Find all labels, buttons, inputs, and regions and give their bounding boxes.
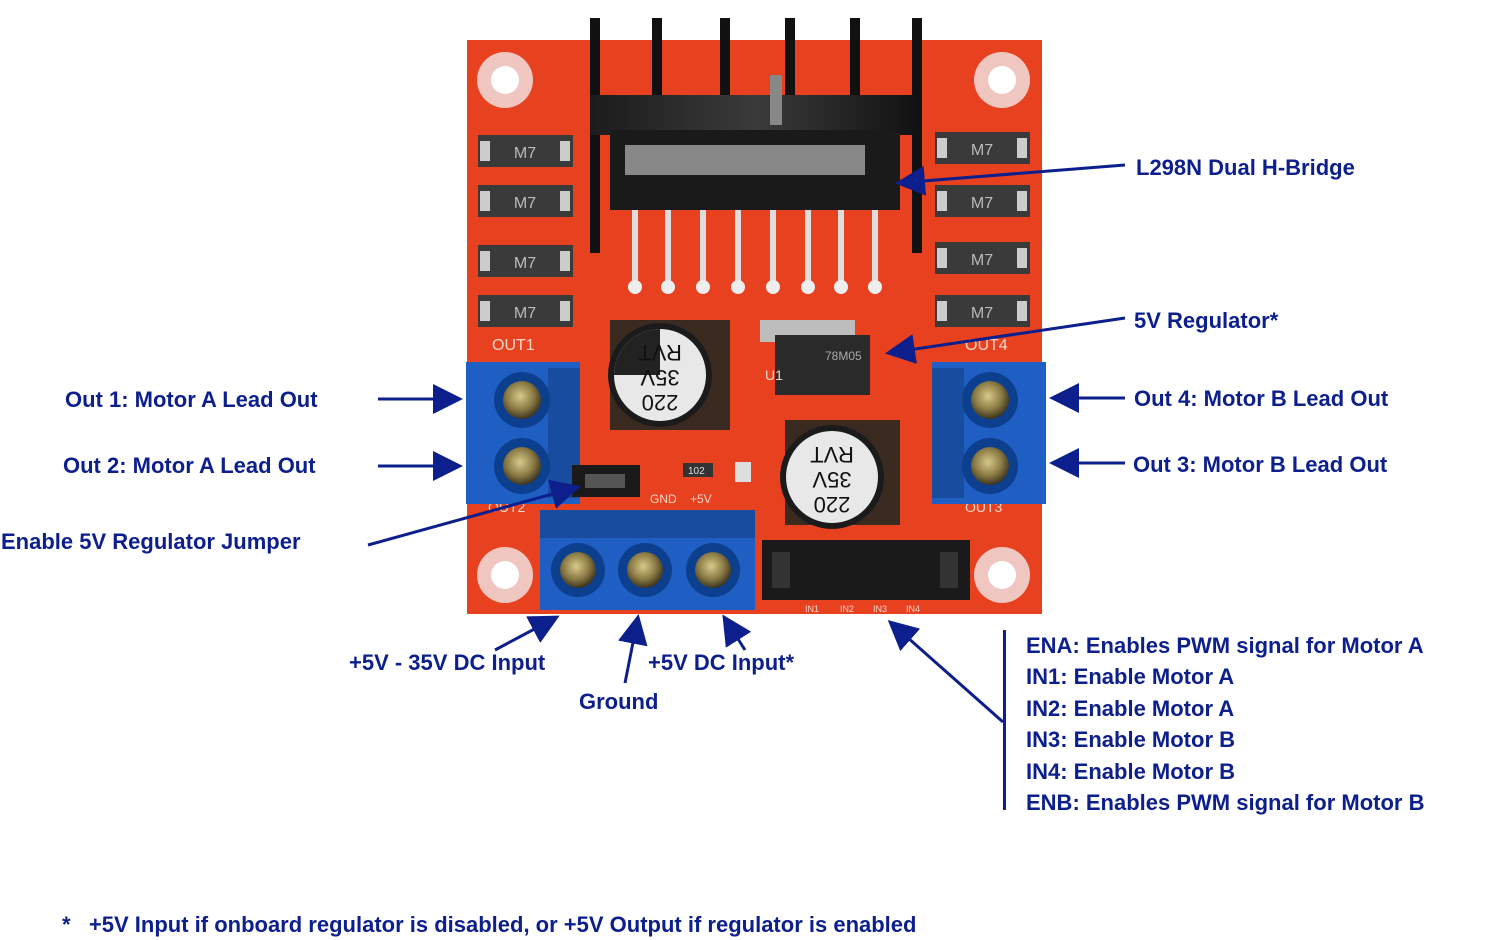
- label-hbridge: L298N Dual H-Bridge: [1136, 155, 1355, 180]
- footnote-marker: *: [62, 912, 71, 937]
- mounting-holes: [477, 52, 1030, 603]
- svg-text:RVT: RVT: [638, 340, 682, 365]
- silk-out1: OUT1: [492, 337, 535, 354]
- svg-text:220: 220: [814, 492, 851, 517]
- diode-label: M7: [514, 255, 536, 272]
- ic-pins: [628, 210, 882, 294]
- pin-in1: IN1: Enable Motor A: [1026, 664, 1235, 690]
- svg-text:RVT: RVT: [810, 442, 854, 467]
- label-power-input: +5V - 35V DC Input: [349, 650, 546, 675]
- pin-ena: ENA: Enables PWM signal for Motor A: [1026, 633, 1424, 658]
- label-regulator: 5V Regulator*: [1134, 308, 1279, 333]
- label-5v-input: +5V DC Input*: [648, 650, 795, 675]
- diode-label: M7: [971, 252, 993, 269]
- pin-in3: IN3: Enable Motor B: [1026, 727, 1236, 753]
- pin-in2: IN2: Enable Motor A: [1026, 695, 1235, 721]
- svg-text:U1: U1: [765, 367, 783, 383]
- diode-label: M7: [971, 142, 993, 159]
- svg-text:78M05: 78M05: [825, 349, 862, 363]
- arrow-hbridge: [895, 163, 1126, 196]
- diode-label: M7: [971, 195, 993, 212]
- l298n-heatsink: [590, 18, 922, 253]
- diode-label: M7: [514, 145, 536, 162]
- svg-text:35V: 35V: [812, 467, 851, 492]
- diodes-right: M7 M7 M7 M7: [935, 132, 1030, 327]
- diode-label: M7: [514, 305, 536, 322]
- diode-label: M7: [971, 305, 993, 322]
- svg-text:GND: GND: [650, 492, 677, 506]
- svg-text:102: 102: [688, 466, 705, 477]
- svg-text:35V: 35V: [640, 365, 679, 390]
- footnote: * +5V Input if onboard regulator is disa…: [62, 912, 916, 938]
- terminal-power: [540, 510, 755, 610]
- label-jumper: Enable 5V Regulator Jumper: [1, 529, 301, 554]
- terminal-right: [932, 362, 1046, 504]
- terminal-left: [466, 362, 580, 504]
- control-pin-list: ENA: Enables PWM signal for Motor A IN1:…: [1003, 630, 1424, 815]
- svg-text:IN3: IN3: [873, 604, 887, 614]
- diodes-left: M7 M7 M7 M7: [478, 135, 573, 327]
- pin-in4: IN4: Enable Motor B: [1026, 758, 1236, 784]
- capacitor-2: 220 35V RVT: [780, 420, 900, 529]
- arrow-5v-in: [722, 614, 752, 651]
- arrow-regulator: [885, 316, 1126, 364]
- svg-text:220: 220: [642, 390, 679, 415]
- label-out4: Out 4: Motor B Lead Out: [1134, 386, 1389, 411]
- arrow-power-in: [494, 615, 560, 652]
- diode-label: M7: [514, 195, 536, 212]
- svg-text:IN2: IN2: [840, 604, 854, 614]
- arrow-ground: [618, 614, 648, 684]
- arrow-jumper: [367, 479, 581, 547]
- svg-text:IN4: IN4: [906, 604, 920, 614]
- pin-enb: ENB: Enables PWM signal for Motor B: [1026, 789, 1425, 815]
- capacitor-1: 220 35V RVT: [608, 320, 730, 430]
- label-out1: Out 1: Motor A Lead Out: [65, 387, 318, 412]
- annotation-arrows: [367, 163, 1126, 724]
- arrow-control-pins: [887, 620, 1004, 724]
- label-ground: Ground: [579, 689, 659, 714]
- regulator-jumper: [572, 465, 640, 497]
- footnote-text: +5V Input if onboard regulator is disabl…: [88, 912, 917, 937]
- control-header: IN1 IN2 IN3 IN4: [762, 540, 970, 614]
- regulator-chip: 78M05 U1: [760, 320, 870, 395]
- svg-text:+5V: +5V: [690, 492, 712, 506]
- svg-text:IN1: IN1: [805, 604, 819, 614]
- label-out3: Out 3: Motor B Lead Out: [1133, 452, 1388, 477]
- label-out2: Out 2: Motor A Lead Out: [63, 453, 316, 478]
